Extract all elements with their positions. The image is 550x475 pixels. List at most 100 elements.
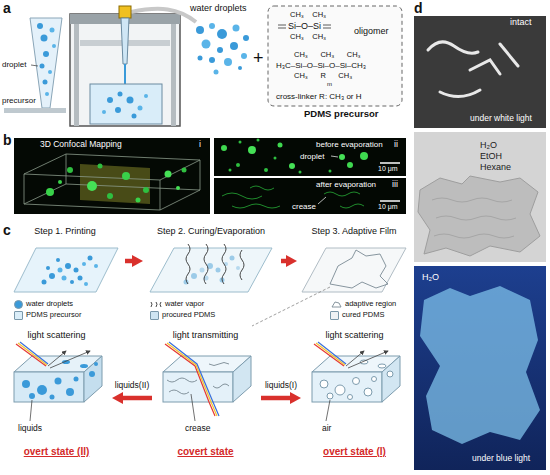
overt-state-ii-illustration (66, 388, 74, 396)
state-block: light transmittingcreasecovert state (155, 328, 258, 468)
water-droplet-cluster (202, 40, 211, 49)
step-title: Step 2. Curing/Evaporation (146, 226, 276, 236)
photo-blue-light (414, 266, 546, 470)
label: droplet (300, 152, 324, 161)
step2-plate (150, 244, 272, 292)
legend-text: procured PDMS (162, 311, 215, 320)
photo-solvents (432, 198, 512, 202)
photo-solvents (414, 132, 546, 262)
confocal-before-image (339, 154, 345, 160)
overt-state-ii-illustration (89, 371, 95, 377)
step2-plate (200, 268, 205, 273)
sub-panel-number: i (199, 139, 201, 149)
overt-state-i-illustration (326, 400, 330, 421)
edge-label: liquids(II) (114, 381, 150, 391)
confocal-before-image (347, 162, 353, 168)
confocal-3d-image (136, 198, 141, 203)
sub-panel-number: ii (394, 139, 398, 149)
panel-letter: a (3, 0, 11, 16)
printer (131, 9, 196, 22)
state-title: overt state (II) (6, 446, 107, 458)
step1-plate (14, 248, 118, 292)
droplet-tube (4, 108, 66, 113)
overt-state-i-illustration (327, 393, 333, 399)
confocal-before-image (248, 146, 256, 154)
legend-text: adaptive region (345, 300, 396, 309)
overt-state-i-illustration (312, 342, 400, 421)
panel-letter: b (3, 132, 12, 148)
legend-item: adaptive region (330, 300, 396, 309)
step1-plate (62, 276, 67, 281)
confocal-3d-image (24, 184, 200, 210)
overt-state-i-illustration (353, 378, 360, 385)
node-text: light scattering (6, 330, 107, 340)
photo-intact (414, 16, 546, 128)
confocal-3d-image (87, 181, 97, 191)
panel-letter: c (3, 222, 11, 238)
confocal-before-image (257, 139, 260, 142)
confocal-3d-image (58, 180, 62, 184)
overt-state-ii-illustration (94, 362, 98, 366)
printer (107, 97, 113, 103)
water-droplet-cluster (209, 23, 215, 29)
overt-state-i-illustration (378, 364, 386, 368)
printer (138, 106, 143, 111)
formula: m (327, 81, 332, 88)
label: water droplets (190, 3, 247, 13)
legend-text: cured PDMS (342, 311, 385, 320)
sub-panel-number: iii (392, 179, 398, 189)
covert-state-illustration (213, 384, 229, 388)
node-text: oligomer (354, 26, 389, 36)
step1-plate (84, 282, 88, 286)
printer (171, 24, 176, 126)
confocal-3d-image (200, 160, 201, 190)
printer (70, 6, 196, 126)
step1-plate (65, 263, 71, 269)
confocal-before-image (214, 138, 406, 176)
process-arrow (112, 392, 152, 404)
overt-state-ii-illustration (22, 380, 30, 388)
step2-plate (216, 268, 221, 273)
confocal-3d-image (160, 180, 161, 210)
water-droplet-cluster (214, 70, 219, 75)
water-droplet-cluster (217, 47, 223, 53)
confocal-before-image (299, 171, 302, 174)
precursor-dashed-box (323, 28, 331, 29)
step2-plate (240, 250, 244, 280)
step2-plate (186, 244, 190, 284)
step1-plate (70, 280, 74, 284)
step2-plate (222, 244, 226, 284)
confocal-after-image (340, 204, 364, 208)
box-heading: PDMS precursor (304, 109, 378, 120)
label: after evaporation (316, 180, 376, 189)
formula: H₃C–Si–O–Si–O–Si–CH₃ (276, 61, 366, 70)
overt-state-i-illustration (320, 380, 328, 388)
state-title: covert state (155, 446, 256, 458)
label: precursor (2, 96, 36, 105)
covert-state-illustration (209, 363, 229, 366)
precursor-dashed-box (278, 28, 286, 29)
legend-text: water droplets (26, 300, 73, 309)
step1-plate (78, 276, 83, 281)
legend-swatch (14, 300, 23, 309)
step1-plate (94, 264, 98, 268)
overt-state-ii-illustration (29, 393, 35, 399)
legend-text: water vapor (165, 300, 204, 309)
node-text: crease (185, 424, 211, 434)
confocal-before-image (289, 163, 295, 169)
overt-state-i-illustration (348, 395, 353, 400)
photo-intact (500, 44, 518, 66)
legend-swatch (150, 311, 159, 320)
droplet-tube (45, 92, 49, 96)
legend-text: PDMS precursor (26, 311, 81, 320)
photo-solvents (414, 132, 546, 262)
label: droplet (2, 60, 26, 69)
overt-state-i-illustration (372, 377, 377, 382)
confocal-3d-image (182, 168, 187, 173)
step1-plate (46, 266, 50, 270)
water-droplet-cluster (209, 57, 215, 63)
printer (90, 84, 162, 124)
step-panel: Step 1. Printing (10, 226, 122, 296)
